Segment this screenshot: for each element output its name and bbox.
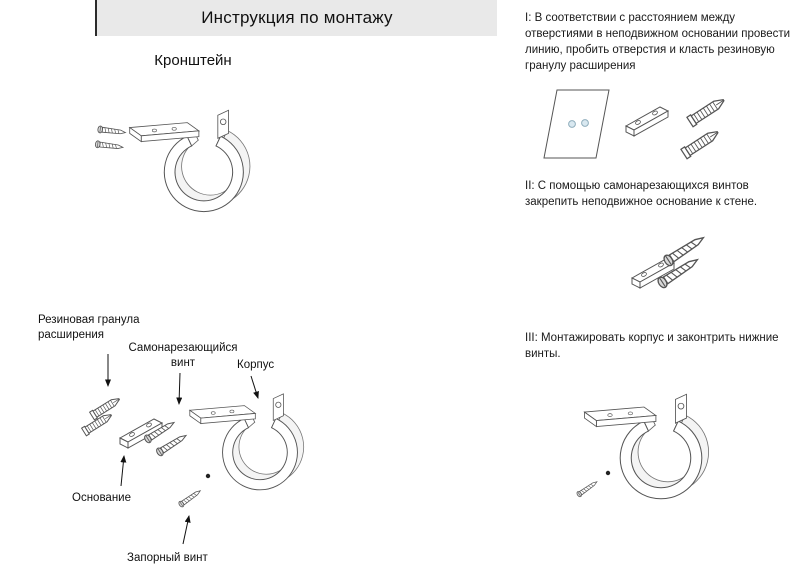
step-2-illustration [631,232,708,290]
diagram-arrows [105,354,259,545]
step-1-illustration [543,89,728,160]
label-base: Основание [72,492,131,504]
bracket-overview-drawing [94,109,251,213]
label-self-tapping-screw: Самонарезающийся винт [128,342,238,369]
page-title: Инструкция по монтажу [201,8,393,27]
label-body: Корпус [237,359,275,371]
step-1-text: I: В соответствии с расстоянием между от… [525,12,791,73]
label-locking-screw: Запорный винт [127,552,208,564]
title-bar: Инструкция по монтажу [95,0,497,36]
self-tapping-screw-icon [154,431,189,458]
wall-anchor-icon [680,126,722,160]
screw-icon [97,125,127,137]
screw-icon [94,140,124,152]
label-rubber-expansion-plug: Резиновая гранула расширения [38,314,140,341]
step-2-text: II: С помощью самонарезающихся винтов за… [525,180,758,209]
locking-screw-hole-icon [605,470,611,476]
bracket-body-icon [583,393,710,500]
wall-plate-icon [543,89,610,159]
bracket-body-icon [129,109,251,213]
step-3-text: III: Монтажировать корпус и законтрить н… [525,332,779,361]
self-tapping-screw-icon [661,232,708,268]
locking-screw-icon [177,487,203,509]
exploded-parts-diagram [81,354,305,545]
wall-anchor-icon [686,94,728,128]
drill-hole-icon [581,119,589,127]
base-plate-icon [625,106,669,137]
step-3-illustration [575,393,710,500]
locking-screw-icon [575,478,599,498]
drill-hole-icon [568,120,576,128]
locking-screw-hole-icon [205,473,211,479]
product-name: Кронштейн [154,52,232,69]
